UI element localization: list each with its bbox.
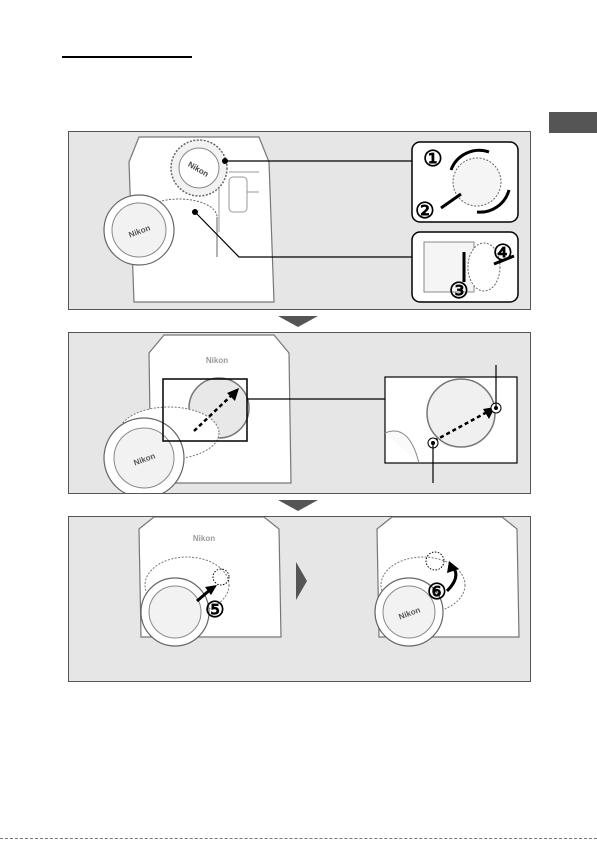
camera-brand: Nikon <box>193 534 215 543</box>
camera-brand: Nikon <box>206 356 228 365</box>
chapter-tab <box>549 112 597 133</box>
panel-remove-caps: Nikon Nikon ① ② ③ ④ <box>68 131 531 310</box>
step-4-marker: ④ <box>493 240 513 266</box>
page-bottom-rule <box>0 838 597 839</box>
step-1-marker: ① <box>423 146 443 172</box>
flow-arrow-down <box>278 500 318 511</box>
body-cap-icon: Nikon <box>171 140 227 196</box>
lens-icon: Nikon <box>104 195 217 265</box>
flow-arrow-down <box>278 316 318 327</box>
step-2-marker: ② <box>415 198 435 224</box>
step-3-marker: ③ <box>449 278 469 304</box>
attach-rotate-illustration: Nikon Nikon <box>69 517 531 682</box>
panel-align-marks: Nikon Nikon <box>68 332 531 494</box>
step-5-marker: ⑤ <box>205 597 225 623</box>
step-6-marker: ⑥ <box>427 579 447 605</box>
header-underline <box>62 56 192 58</box>
panel-attach-rotate: Nikon Nikon ⑤ ⑥ <box>68 516 531 682</box>
align-marks-illustration: Nikon Nikon <box>69 333 531 494</box>
right-triangle-arrow-icon <box>296 562 307 600</box>
